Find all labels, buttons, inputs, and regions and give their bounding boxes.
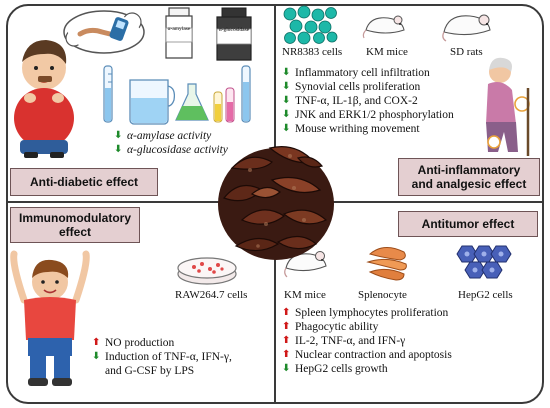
- nr8383-cells-label: NR8383 cells: [282, 46, 343, 58]
- decrease-arrow-icon: ⬇: [282, 363, 291, 374]
- petri-dish-icon: [177, 257, 237, 285]
- list-item: ⬇Inflammatory cell infiltration: [282, 67, 430, 79]
- decrease-arrow-icon: ⬇: [282, 67, 291, 78]
- list-item: ⬇α-glucosidase activity: [114, 144, 228, 156]
- hepg2-cells-label: HepG2 cells: [458, 289, 513, 301]
- list-item: ⬆Phagocytic ability: [282, 321, 379, 333]
- increase-arrow-icon: ⬆: [282, 307, 291, 318]
- list-item: ⬆Nuclear contraction and apoptosis: [282, 349, 452, 361]
- elderly-joint-pain-icon: [486, 57, 530, 156]
- glucose-meter-cloud-icon: [63, 10, 145, 54]
- immunomodulatory-findings: ⬆NO production ⬇Induction of TNF-α, IFN-…: [92, 336, 232, 378]
- alpha-glucosidase-bottle-label: α-glucosidase: [218, 27, 250, 33]
- splenocyte-icon: [366, 247, 407, 281]
- anti-inflammatory-title-line1: Anti-inflammatory: [417, 163, 521, 177]
- list-item: ⬇Synovial cells proliferation: [282, 81, 421, 93]
- alpha-amylase-bottle-icon: [165, 7, 193, 59]
- anti-diabetic-findings: ⬇α-amylase activity ⬇α-glucosidase activ…: [114, 129, 228, 157]
- antitumor-title: Antitumor effect: [398, 211, 538, 237]
- immunomodulatory-title-line2: effect: [58, 225, 91, 239]
- happy-child-icon: [10, 250, 90, 386]
- immunomodulatory-title: Immunomodulatory effect: [10, 207, 140, 243]
- immunomodulatory-title-line1: Immunomodulatory: [18, 211, 131, 225]
- lab-glassware-icon: [103, 65, 251, 125]
- decrease-arrow-icon: ⬇: [282, 123, 291, 134]
- nr8383-cells-icon: [283, 5, 338, 45]
- anti-inflammatory-findings: ⬇Inflammatory cell infiltration ⬇Synovia…: [282, 66, 454, 136]
- list-item: ⬇HepG2 cells growth: [282, 363, 388, 375]
- list-item: ⬆NO production: [92, 337, 175, 349]
- splenocyte-label: Splenocyte: [358, 289, 407, 301]
- list-item: ⬆Spleen lymphocytes proliferation: [282, 307, 449, 319]
- list-item: ⬆IL-2, TNF-α, and IFN-γ: [282, 335, 406, 347]
- sd-rat-icon: [442, 14, 491, 42]
- antitumor-findings: ⬆Spleen lymphocytes proliferation ⬆Phago…: [282, 306, 452, 376]
- alpha-amylase-bottle-label: α-amylase: [167, 26, 191, 32]
- decrease-arrow-icon: ⬇: [92, 351, 101, 362]
- raw264-cells-label: RAW264.7 cells: [175, 289, 248, 301]
- sd-rats-label: SD rats: [450, 46, 483, 58]
- increase-arrow-icon: ⬆: [282, 349, 291, 360]
- km-mouse-icon: [362, 15, 405, 39]
- list-item: ⬇JNK and ERK1/2 phosphorylation: [282, 109, 454, 121]
- increase-arrow-icon: ⬆: [282, 335, 291, 346]
- list-item: ⬇α-amylase activity: [114, 130, 212, 142]
- km-mice-label: KM mice: [284, 289, 326, 301]
- decrease-arrow-icon: ⬇: [282, 81, 291, 92]
- list-item-continuation: and G-CSF by LPS: [105, 365, 195, 377]
- dried-fruit-pile-image: [218, 146, 334, 260]
- anti-inflammatory-title-line2: and analgesic effect: [411, 177, 527, 191]
- decrease-arrow-icon: ⬇: [114, 130, 123, 141]
- anti-inflammatory-title: Anti-inflammatory and analgesic effect: [398, 158, 540, 196]
- list-item: ⬇TNF-α, IL-1β, and COX-2: [282, 95, 418, 107]
- hepg2-cells-icon: [456, 245, 512, 279]
- increase-arrow-icon: ⬆: [282, 321, 291, 332]
- alpha-glucosidase-bottle-icon: [216, 7, 252, 61]
- decrease-arrow-icon: ⬇: [282, 109, 291, 120]
- person-eating-icon: [14, 40, 74, 158]
- decrease-arrow-icon: ⬇: [114, 144, 123, 155]
- anti-diabetic-title: Anti-diabetic effect: [10, 168, 158, 196]
- decrease-arrow-icon: ⬇: [282, 95, 291, 106]
- list-item: ⬇Mouse writhing movement: [282, 123, 420, 135]
- km-mice-label: KM mice: [366, 46, 408, 58]
- list-item: ⬇Induction of TNF-α, IFN-γ,: [92, 351, 232, 363]
- increase-arrow-icon: ⬆: [92, 337, 101, 348]
